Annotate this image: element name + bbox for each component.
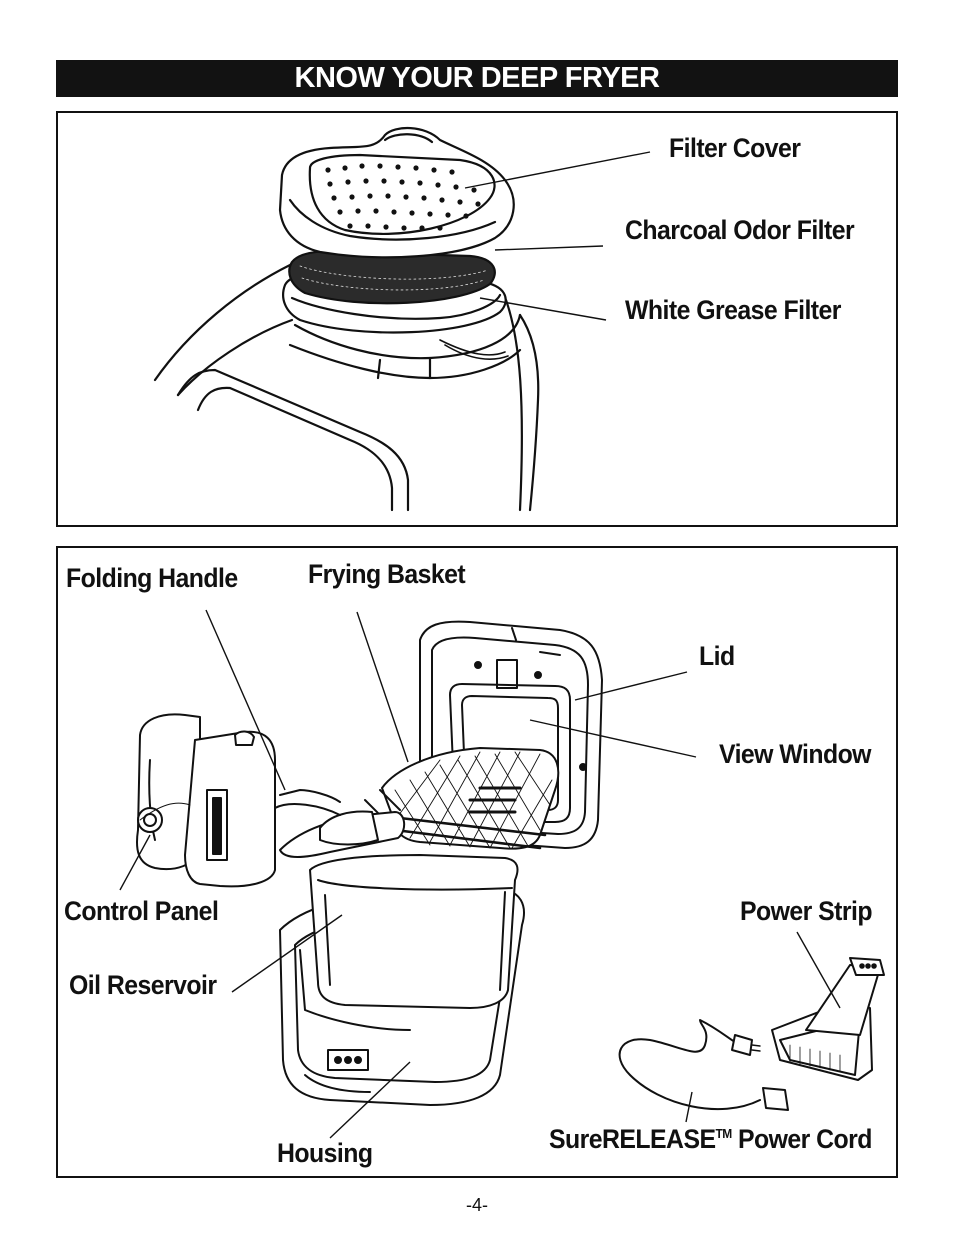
white-grease-filter-label: White Grease Filter (625, 295, 841, 325)
folding-handle-label: Folding Handle (66, 563, 238, 593)
frying-basket-label: Frying Basket (308, 559, 466, 589)
filter-cover-label: Filter Cover (669, 133, 801, 163)
control-panel-label: Control Panel (64, 896, 219, 926)
view-window-label: View Window (719, 739, 872, 769)
housing-label: Housing (277, 1138, 373, 1168)
page-title: KNOW YOUR DEEP FRYER (56, 60, 898, 97)
power-cord-brand: SureRELEASE (549, 1124, 716, 1154)
charcoal-odor-filter-label: Charcoal Odor Filter (625, 215, 855, 245)
oil-reservoir-label: Oil Reservoir (69, 970, 217, 1000)
trademark-mark: TM (715, 1126, 732, 1141)
power-cord-label: SureRELEASETM Power Cord (549, 1124, 872, 1155)
lid-label: Lid (699, 641, 735, 671)
power-strip-label: Power Strip (740, 896, 873, 926)
power-cord-suffix: Power Cord (731, 1124, 872, 1154)
page-number: -4- (466, 1195, 488, 1215)
